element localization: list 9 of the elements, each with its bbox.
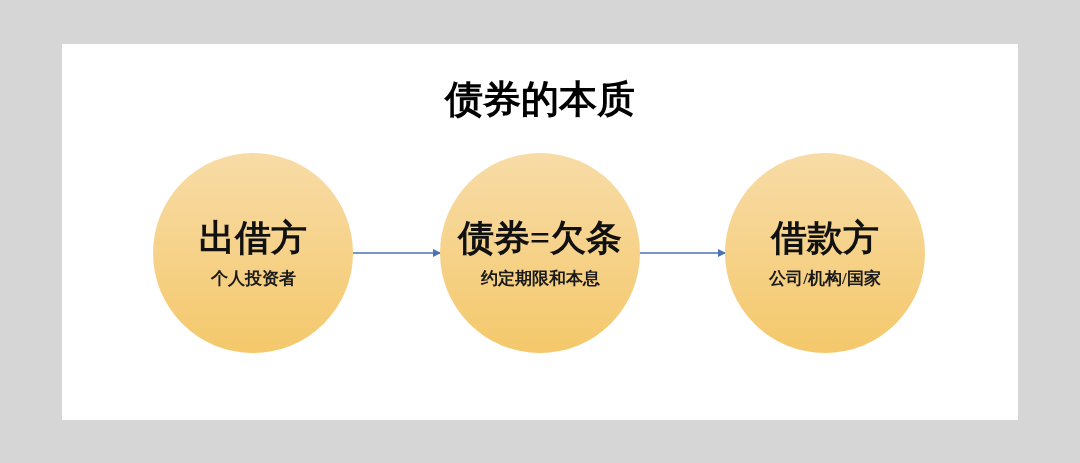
diagram-title: 债券的本质 bbox=[445, 77, 635, 122]
node-subtitle: 约定期限和本息 bbox=[480, 268, 600, 290]
arrow bbox=[639, 249, 726, 257]
node-heading: 出借方 bbox=[199, 217, 307, 260]
node-heading: 借款方 bbox=[771, 217, 879, 260]
node-heading: 债券=欠条 bbox=[457, 217, 623, 260]
arrow bbox=[352, 249, 441, 257]
node-subtitle: 个人投资者 bbox=[210, 268, 296, 290]
node-subtitle: 公司/机构/国家 bbox=[769, 268, 881, 290]
